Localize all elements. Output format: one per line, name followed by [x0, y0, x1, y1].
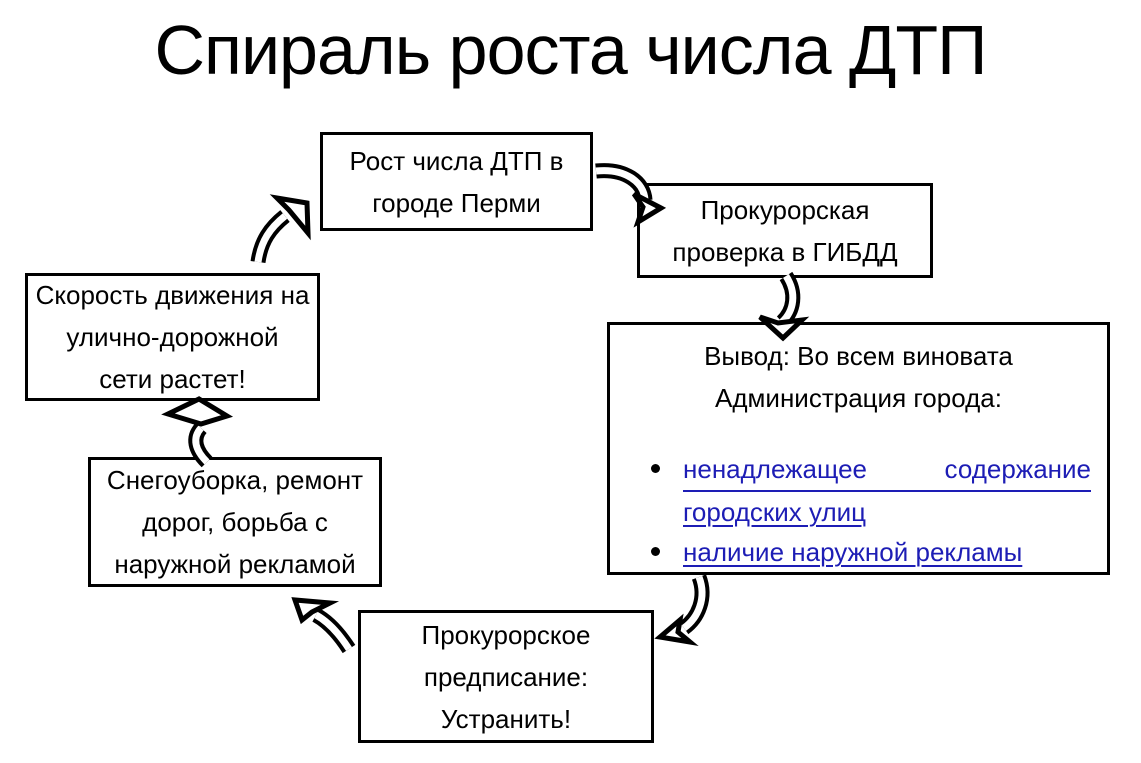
node-line: Снегоуборка, ремонт — [106, 465, 364, 495]
list-item: ненадлежащее содержание городских улиц — [651, 449, 1091, 532]
link-line-justified[interactable]: ненадлежащее содержание — [683, 449, 1091, 492]
node-line: предписание: — [423, 661, 589, 692]
arrow-snow-to-speed-icon — [161, 396, 234, 468]
node-line: Скорость движения на — [35, 280, 310, 310]
node-line: проверка в ГИБДД — [672, 236, 898, 267]
link-word[interactable]: содержание — [944, 454, 1091, 484]
node-conclusion: Вывод: Во всем виновата Администрация го… — [607, 322, 1110, 575]
node-line: городе Перми — [372, 187, 541, 218]
conclusion-heading: Вывод: Во всем виновата Администрация го… — [610, 335, 1107, 419]
node-line: улично-дорожной — [66, 322, 279, 352]
link-line[interactable]: наличие наружной рекламы — [683, 537, 1023, 567]
node-check: Прокурорская проверка в ГИБДД — [637, 183, 933, 278]
link-improper-maintenance[interactable]: ненадлежащее содержание городских улиц — [683, 449, 1091, 532]
node-line: сети растет! — [99, 364, 246, 394]
node-order: Прокурорское предписание: Устранить! — [358, 610, 654, 743]
list-item: наличие наружной рекламы — [651, 532, 1091, 572]
node-line: Администрация города: — [715, 383, 1002, 413]
node-line: Прокурорская — [700, 194, 870, 225]
node-line: Вывод: Во всем виновата — [704, 341, 1013, 371]
node-line: дорог, борьба с — [142, 507, 328, 537]
bullet-dot — [651, 547, 660, 556]
node-snow: Снегоуборка, ремонт дорог, борьба с нару… — [88, 457, 382, 587]
node-line: Рост числа ДТП в — [349, 145, 564, 176]
arrow-order-to-snow-icon — [291, 597, 356, 654]
bullet-dot — [651, 464, 660, 473]
node-line: наружной рекламой — [114, 549, 356, 579]
arrow-conclusion-to-order-icon — [654, 574, 710, 646]
arrow-speed-to-growth-icon — [250, 194, 311, 264]
link-outdoor-advertising[interactable]: наличие наружной рекламы — [683, 532, 1091, 572]
node-line: Прокурорское — [421, 619, 591, 650]
link-word[interactable]: ненадлежащее — [683, 454, 868, 484]
node-line: Устранить! — [440, 703, 572, 734]
node-growth: Рост числа ДТП в городе Перми — [320, 132, 593, 231]
node-speed: Скорость движения на улично-дорожной сет… — [25, 273, 320, 401]
link-line[interactable]: городских улиц — [683, 497, 867, 527]
diagram-title: Спираль роста числа ДТП — [154, 11, 988, 89]
conclusion-bullet-list: ненадлежащее содержание городских улиц на… — [610, 449, 1107, 572]
